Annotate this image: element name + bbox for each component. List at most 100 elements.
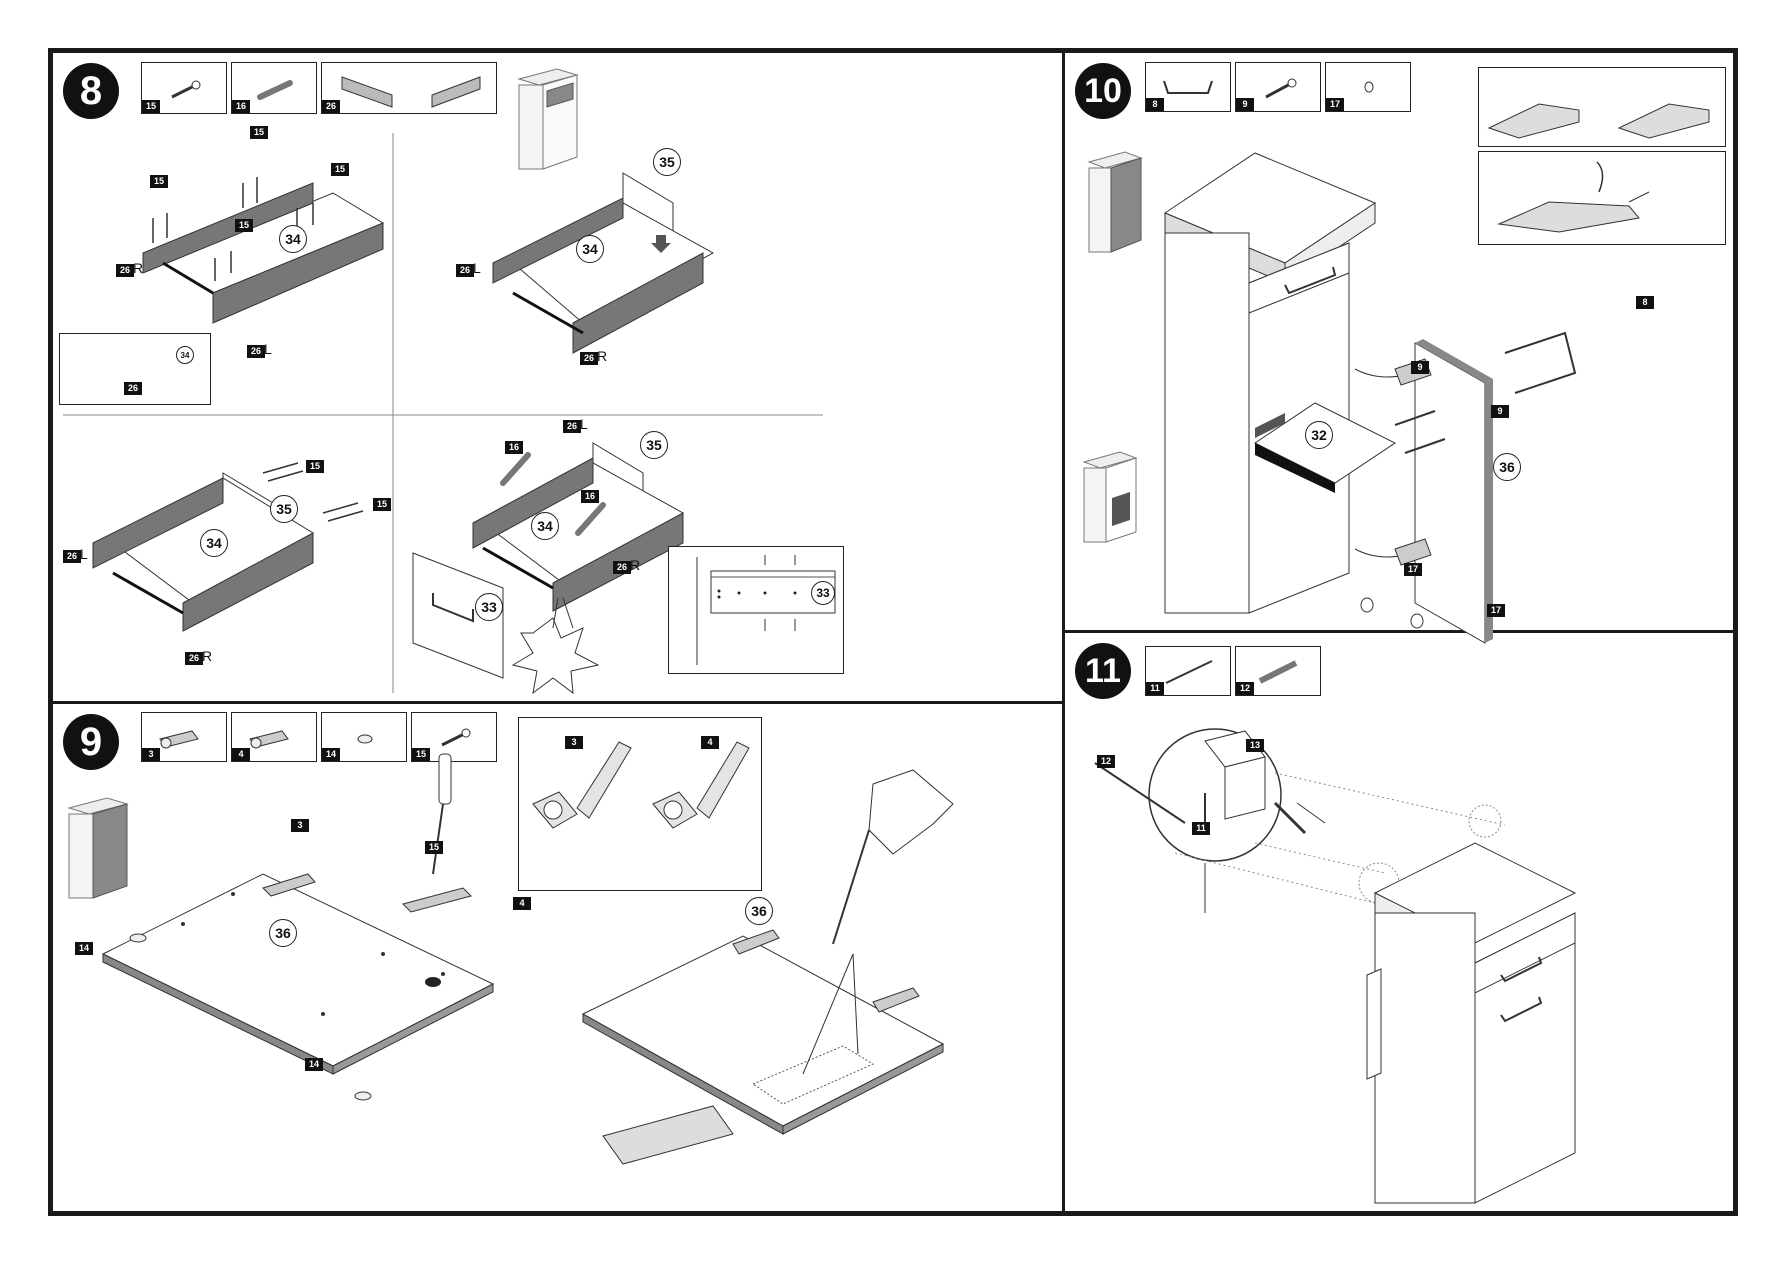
- dowel-icon: [232, 63, 318, 115]
- part-box-3: 3: [141, 712, 227, 762]
- hinge-clip-detail-bottom: [1478, 151, 1726, 245]
- part-tag-15: 15: [142, 100, 160, 113]
- part-tag-15: 15: [306, 460, 324, 473]
- part-tag-26: 26: [456, 264, 474, 277]
- wall-plug-icon: [1236, 647, 1322, 697]
- part-tag-26: 26: [613, 561, 631, 574]
- hinge-release-drawing: [1479, 152, 1727, 246]
- part-tag-15: 15: [373, 498, 391, 511]
- part-tag-26: 26: [63, 550, 81, 563]
- part-tag-15: 15: [412, 748, 430, 761]
- part-tag-26: 26: [124, 382, 142, 395]
- panel-label-35: 35: [640, 431, 668, 459]
- part-tag-14: 14: [305, 1058, 323, 1071]
- part-tag-8: 8: [1636, 296, 1654, 309]
- part-tag-16: 16: [581, 490, 599, 503]
- cabinet-door-assembly-illustration: [1155, 143, 1715, 623]
- cap-icon: [1326, 63, 1412, 113]
- part-tag-13: 13: [1246, 739, 1264, 752]
- panel-label-34: 34: [176, 346, 194, 364]
- screw-icon: [412, 713, 498, 763]
- cabinet-thumbnail-icon: [63, 794, 133, 904]
- horizontal-divider-left: [48, 701, 1064, 704]
- part-tag-26: 26: [247, 345, 265, 358]
- panel-label-36: 36: [745, 897, 773, 925]
- part-tag-12: 12: [1097, 755, 1115, 768]
- part-tag-4: 4: [513, 897, 531, 910]
- screw-icon: [1236, 63, 1322, 113]
- part-tag-14: 14: [75, 942, 93, 955]
- hinge-icon: [232, 713, 318, 763]
- part-box-14: 14: [321, 712, 407, 762]
- part-box-15: 15: [141, 62, 227, 114]
- drawer-runner-icon: [322, 63, 498, 115]
- part-box-17: 17: [1325, 62, 1411, 112]
- bumper-pad-icon: [322, 713, 408, 763]
- part-box-12: 12: [1235, 646, 1321, 696]
- step-9-panel: 9 3 4 14 15 3 4: [53, 704, 1062, 1216]
- panel-label-34: 34: [576, 235, 604, 263]
- hinge-icon: [142, 713, 228, 763]
- detail-inset: 34 26: [59, 333, 211, 405]
- hinge-clip-drawing: [1479, 68, 1727, 148]
- part-box-16: 16: [231, 62, 317, 114]
- part-tag-16: 16: [232, 100, 250, 113]
- part-tag-4: 4: [232, 748, 250, 761]
- panel-label-33: 33: [811, 581, 835, 605]
- part-tag-26: 26: [322, 100, 340, 113]
- panel-label-34: 34: [200, 529, 228, 557]
- step-11-number: 11: [1075, 643, 1131, 699]
- hinge-types-inset: 3 4: [518, 717, 762, 891]
- step-9-number: 9: [63, 714, 119, 770]
- cabinet-thumbnail-icon: [1085, 148, 1145, 258]
- step-11-panel: 11 11 12 12 13 11: [1065, 633, 1738, 1216]
- side-label-left: L: [264, 341, 272, 357]
- part-box-8: 8: [1145, 62, 1231, 112]
- cabinet-open-thumbnail-icon: [1080, 448, 1140, 548]
- side-label-right: R: [202, 648, 213, 664]
- part-tag-17: 17: [1487, 604, 1505, 617]
- side-label-left: L: [580, 416, 588, 432]
- drawer-back-screws-illustration: [83, 433, 393, 633]
- wall-screw-icon: [1146, 647, 1232, 697]
- step-8-panel: 8 15 16 26 1: [53, 53, 1062, 701]
- handle-icon: [1146, 63, 1232, 113]
- panel-label-33: 33: [475, 593, 503, 621]
- drawer-screw-assembly-illustration: [133, 163, 403, 363]
- part-tag-9: 9: [1411, 361, 1429, 374]
- part-tag-3: 3: [142, 748, 160, 761]
- part-tag-9: 9: [1491, 405, 1509, 418]
- part-tag-16: 16: [505, 441, 523, 454]
- part-tag-15: 15: [150, 175, 168, 188]
- drawer-back-panel-illustration: [473, 143, 793, 343]
- part-tag-15: 15: [425, 841, 443, 854]
- panel-label-36: 36: [1493, 453, 1521, 481]
- part-tag-14: 14: [322, 748, 340, 761]
- wall-mounting-illustration: [1075, 713, 1725, 1213]
- door-drilling-illustration: [573, 764, 1023, 1154]
- panel-label-35: 35: [653, 148, 681, 176]
- drill-positions-diagram: [669, 547, 845, 675]
- part-tag-17: 17: [1404, 563, 1422, 576]
- cabinet-thumbnail-icon: [513, 65, 583, 175]
- part-tag-17: 17: [1326, 98, 1344, 111]
- part-tag-15: 15: [331, 163, 349, 176]
- part-box-9: 9: [1235, 62, 1321, 112]
- side-label-right: R: [133, 260, 144, 276]
- hinge-clip-detail-top: [1478, 67, 1726, 147]
- part-tag-11: 11: [1192, 822, 1210, 835]
- panel-label-32: 32: [1305, 421, 1333, 449]
- part-tag-3: 3: [565, 736, 583, 749]
- step-8-number: 8: [63, 63, 119, 119]
- part-tag-26: 26: [116, 264, 134, 277]
- part-tag-9: 9: [1236, 98, 1254, 111]
- part-tag-12: 12: [1236, 682, 1254, 695]
- panel-label-34: 34: [531, 512, 559, 540]
- part-tag-3: 3: [291, 819, 309, 832]
- part-box-15: 15: [411, 712, 497, 762]
- side-label-right: R: [597, 348, 608, 364]
- side-label-right: R: [630, 557, 641, 573]
- horizontal-divider-right: [1062, 630, 1738, 633]
- part-box-4: 4: [231, 712, 317, 762]
- part-tag-26: 26: [563, 420, 581, 433]
